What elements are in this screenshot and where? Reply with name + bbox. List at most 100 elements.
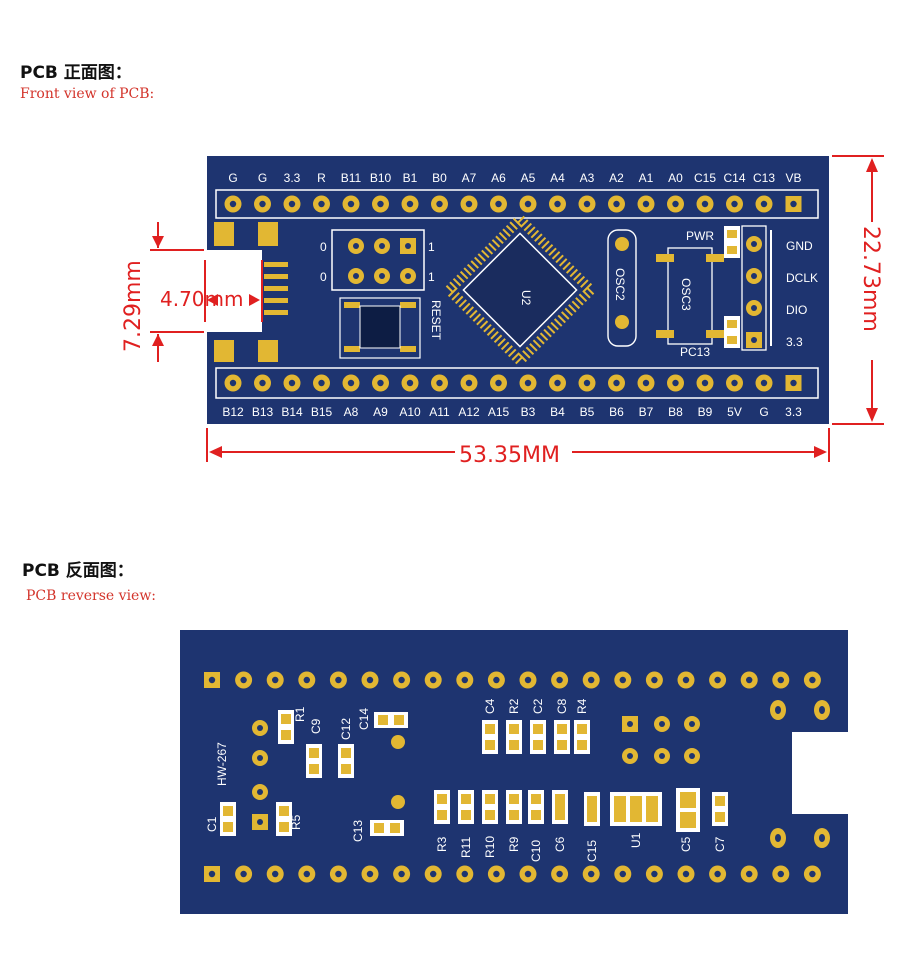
board-label: HW-267	[215, 742, 229, 786]
back-heading: PCB 反面图：	[22, 561, 134, 581]
front-subheading: Front view of PCB:	[20, 86, 155, 102]
reset-button-pads	[344, 302, 416, 352]
label-c8: C8	[555, 698, 569, 714]
back-subheading: PCB reverse view:	[26, 588, 157, 604]
front-bottom-label-10: B3	[521, 405, 536, 419]
label-c6: C6	[553, 836, 567, 852]
back-bottom-header-pins	[204, 865, 821, 883]
reset-button-outline	[339, 297, 421, 359]
jumper-mark-1a: 1	[428, 240, 435, 254]
front-bottom-label-3: B15	[311, 405, 333, 419]
usb-notch	[207, 250, 262, 332]
label-r10: R10	[483, 836, 497, 858]
front-top-label-10: A5	[521, 171, 536, 185]
front-bottom-label-18: G	[759, 405, 768, 419]
usb-height-dimension-label: 7.29mm	[121, 260, 146, 352]
usb-pad-3	[214, 340, 234, 362]
swd-header-pins	[746, 236, 762, 348]
height-dimension-label: 22.73mm	[858, 226, 883, 332]
swd-label-dclk: DCLK	[786, 271, 818, 285]
usb-pad-1	[214, 222, 234, 246]
osc2-label: OSC2	[613, 268, 627, 301]
front-bottom-label-6: A10	[399, 405, 421, 419]
usb-finger-pads	[264, 262, 288, 315]
bottom-header-pins	[224, 374, 802, 392]
front-bottom-label-8: A12	[458, 405, 480, 419]
label-u1: U1	[629, 832, 643, 848]
back-smd-pads-bottom	[437, 792, 725, 828]
jumper-mark-1b: 1	[428, 270, 435, 284]
front-top-label-9: A6	[491, 171, 506, 185]
label-c9: C9	[309, 718, 323, 734]
front-top-label-12: A3	[580, 171, 595, 185]
boot-jumper-block	[331, 229, 425, 291]
front-bottom-label-2: B14	[281, 405, 303, 419]
swd-label-gnd: GND	[786, 239, 813, 253]
front-top-label-7: B0	[432, 171, 447, 185]
pwr-label: PWR	[686, 229, 714, 243]
back-top-header-pins	[204, 671, 821, 689]
label-r9: R9	[507, 836, 521, 852]
back-via-2	[391, 795, 405, 809]
front-top-label-2: 3.3	[284, 171, 301, 185]
front-top-label-14: A1	[639, 171, 654, 185]
osc2-outline	[607, 229, 637, 347]
label-c14: C14	[357, 708, 371, 730]
front-top-label-19: VB	[785, 171, 801, 185]
back-smd-pads-top	[485, 724, 587, 750]
label-r4: R4	[575, 698, 589, 714]
osc2-pin-bottom	[615, 315, 629, 329]
top-header-pins	[224, 195, 802, 213]
top-header-outline	[215, 189, 819, 219]
front-bottom-label-16: B9	[698, 405, 713, 419]
front-top-label-18: C13	[753, 171, 775, 185]
front-bottom-label-4: A8	[344, 405, 359, 419]
boot-jumper-pins	[348, 238, 416, 284]
jumper-mark-0b: 0	[320, 270, 327, 284]
label-r5: R5	[289, 814, 303, 830]
front-top-label-1: G	[258, 171, 267, 185]
pc13-label: PC13	[680, 345, 710, 359]
label-c4: C4	[483, 698, 497, 714]
label-c15: C15	[585, 840, 599, 862]
front-top-label-4: B11	[341, 171, 362, 185]
mcu-chip	[442, 212, 598, 368]
swd-label-dio: DIO	[786, 303, 807, 317]
front-bottom-label-9: A15	[488, 405, 510, 419]
front-top-label-8: A7	[462, 171, 477, 185]
front-top-label-11: A4	[550, 171, 565, 185]
back-via-1	[391, 735, 405, 749]
label-c7: C7	[713, 836, 727, 852]
front-bottom-label-15: B8	[668, 405, 683, 419]
front-top-label-16: C15	[694, 171, 716, 185]
front-top-label-6: B1	[403, 171, 418, 185]
back-left-pads	[252, 720, 268, 830]
front-bottom-label-5: A9	[373, 405, 388, 419]
front-bottom-label-19: 3.3	[785, 405, 802, 419]
height-dimension	[832, 155, 884, 425]
bottom-header-outline	[215, 367, 819, 399]
front-bottom-label-12: B5	[580, 405, 595, 419]
label-r1: R1	[293, 706, 307, 722]
swd-header-outline	[741, 225, 767, 351]
osc3-outline	[667, 247, 713, 345]
width-dimension-label: 53.35MM	[459, 443, 560, 468]
front-bottom-label-17: 5V	[727, 405, 742, 419]
label-r11: R11	[459, 837, 473, 858]
front-top-label-0: G	[228, 171, 237, 185]
swd-label-33: 3.3	[786, 335, 803, 349]
label-c2: C2	[531, 698, 545, 714]
front-top-label-3: R	[317, 171, 326, 185]
front-bottom-label-0: B12	[222, 405, 244, 419]
front-bottom-label-13: B6	[609, 405, 624, 419]
osc3-label: OSC3	[679, 278, 693, 311]
label-c10: C10	[529, 840, 543, 862]
usb-pad-4	[258, 340, 278, 362]
front-bottom-label-11: B4	[550, 405, 565, 419]
front-top-label-15: A0	[668, 171, 683, 185]
osc3-pads	[656, 254, 724, 338]
label-c1: C1	[205, 816, 219, 832]
